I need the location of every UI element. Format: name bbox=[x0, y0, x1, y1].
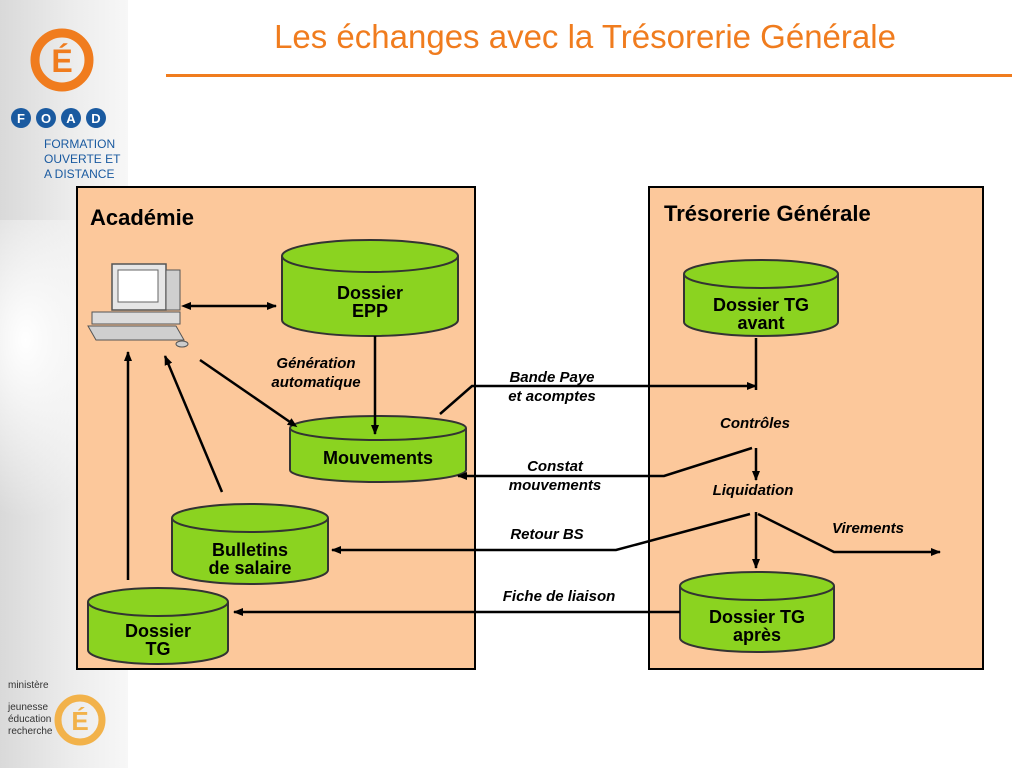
cylinder-bulletins bbox=[171, 503, 329, 585]
svg-text:F: F bbox=[17, 111, 25, 126]
svg-text:A DISTANCE: A DISTANCE bbox=[44, 167, 114, 181]
virements-label: Virements bbox=[832, 520, 904, 537]
computer-icon bbox=[87, 263, 189, 348]
title-underline bbox=[166, 74, 1012, 77]
page-title: Les échanges avec la Trésorerie Générale bbox=[274, 18, 896, 55]
svg-text:A: A bbox=[66, 111, 76, 126]
svg-text:D: D bbox=[91, 111, 100, 126]
svg-text:ministère: ministère bbox=[8, 680, 49, 691]
tresorerie-title: Trésorerie Générale bbox=[664, 201, 871, 226]
retour-bs-label: Retour BS bbox=[510, 526, 584, 543]
controles-label: Contrôles bbox=[719, 415, 790, 432]
foad-text: FORMATION bbox=[44, 137, 115, 151]
ministere-logo: É ministère jeunesse éducation recherche bbox=[7, 680, 106, 746]
liquidation-label: Liquidation bbox=[712, 482, 794, 499]
svg-text:recherche: recherche bbox=[8, 726, 53, 737]
svg-text:éducation: éducation bbox=[8, 714, 51, 725]
svg-text:O: O bbox=[41, 111, 51, 126]
svg-text:jeunesse: jeunesse bbox=[7, 702, 48, 713]
cylinder-dossier-epp bbox=[281, 239, 459, 337]
cylinder-dossier-tg-apres bbox=[679, 571, 835, 653]
mouvements-label: Mouvements bbox=[322, 448, 434, 468]
svg-text:OUVERTE ET: OUVERTE ET bbox=[44, 152, 121, 166]
svg-text:É: É bbox=[71, 706, 88, 736]
foad-letters: F O A D bbox=[11, 108, 106, 128]
cylinder-dossier-tg-avant bbox=[683, 259, 839, 337]
svg-text:É: É bbox=[51, 43, 72, 79]
cylinder-dossier-tg bbox=[87, 587, 229, 665]
academie-title: Académie bbox=[90, 205, 194, 230]
fiche-liaison-label: Fiche de liaison bbox=[502, 588, 616, 605]
foad-logo: É F O A D FORMATION OUVERTE ET A DISTANC… bbox=[11, 28, 121, 181]
flow-arrows bbox=[124, 302, 941, 616]
